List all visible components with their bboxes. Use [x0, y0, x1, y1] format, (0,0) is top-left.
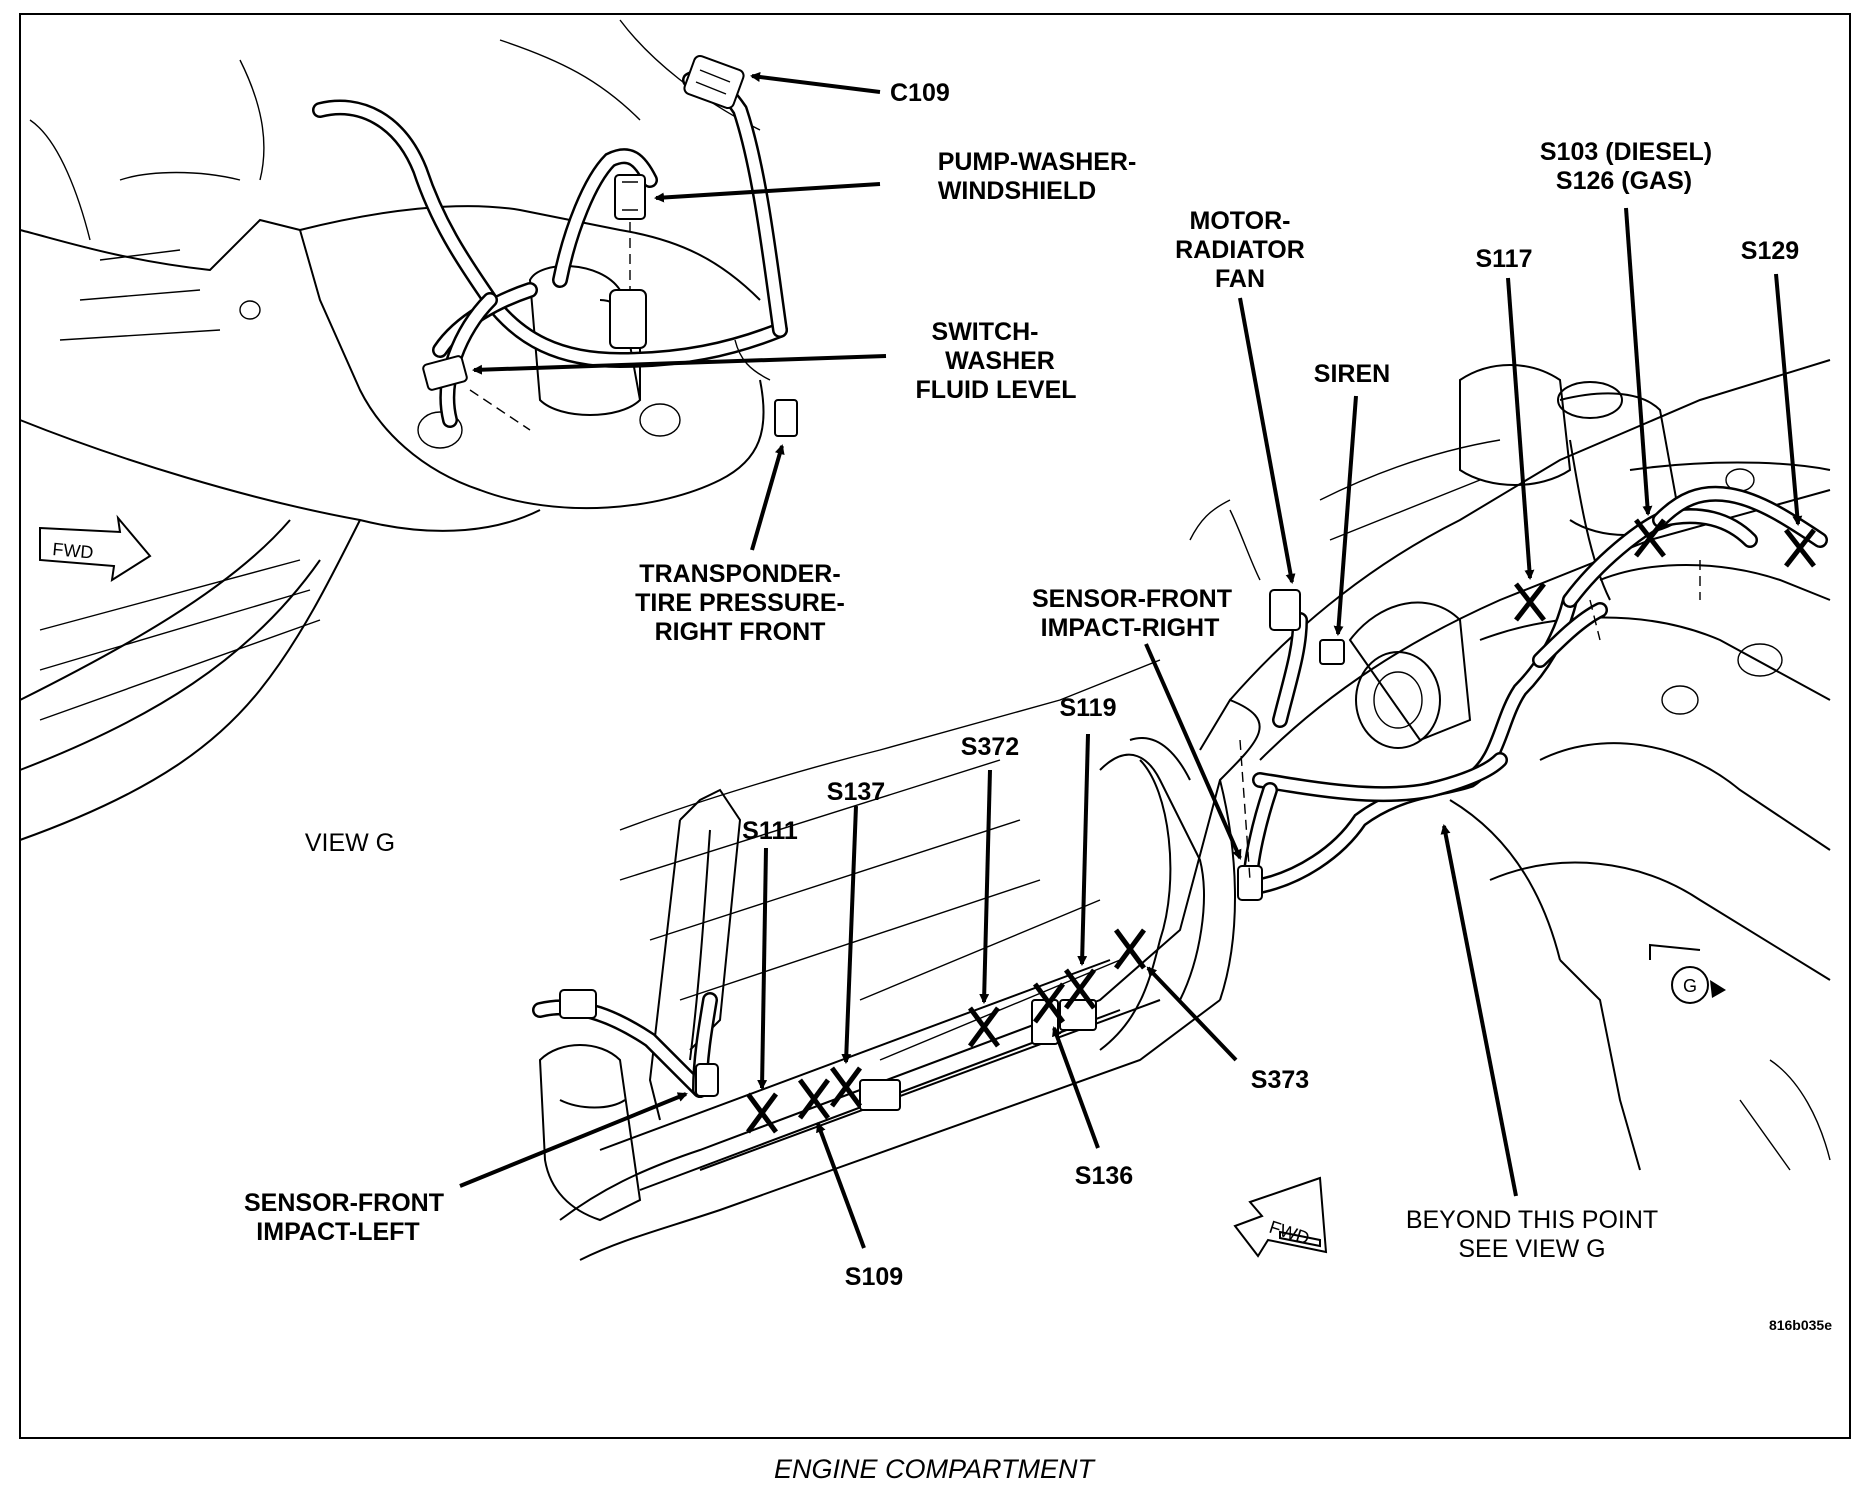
leader-s109 — [816, 1122, 866, 1249]
callout-labels: C109 PUMP-WASHER- WINDSHIELD SWITCH- WAS… — [244, 79, 1832, 1333]
leader-motor-fan — [1238, 297, 1296, 584]
label-s129: S129 — [1741, 237, 1799, 265]
label-s373: S373 — [1251, 1066, 1309, 1094]
label-transponder-3: RIGHT FRONT — [655, 618, 826, 646]
leader-pump-washer — [654, 182, 881, 203]
label-s103-2: S126 (GAS) — [1556, 167, 1692, 195]
label-pump-washer-2: WINDSHIELD — [938, 177, 1096, 205]
splice-x-s111 — [745, 1092, 779, 1134]
leader-s129 — [1774, 273, 1803, 526]
label-s136: S136 — [1075, 1162, 1133, 1190]
label-beyond-2: SEE VIEW G — [1458, 1235, 1605, 1263]
label-switch-washer-1: SWITCH- — [932, 318, 1039, 346]
label-beyond-1: BEYOND THIS POINT — [1406, 1206, 1658, 1234]
label-switch-washer-3: FLUID LEVEL — [915, 376, 1076, 404]
label-motor-fan-2: RADIATOR — [1175, 236, 1305, 264]
view-g-inset — [19, 19, 798, 841]
label-motor-fan-3: FAN — [1215, 265, 1265, 293]
splice-x-s119 — [1063, 968, 1097, 1010]
splice-x-s117 — [1514, 582, 1546, 622]
splice-x-s137 — [829, 1066, 863, 1108]
splice-x-s103 — [1634, 518, 1666, 558]
figure-caption: ENGINE COMPARTMENT — [774, 1454, 1097, 1484]
leader-s117 — [1506, 277, 1535, 580]
leader-lines — [459, 72, 1803, 1249]
label-view-g: VIEW G — [305, 829, 395, 857]
figure-frame — [19, 13, 1851, 1439]
splice-x-s109 — [797, 1078, 831, 1120]
leader-s119 — [1077, 733, 1090, 966]
splice-marks — [745, 518, 1816, 1134]
fwd-label-view-g: FWD — [52, 539, 95, 562]
splice-x-s373 — [1113, 928, 1147, 970]
leader-s103 — [1624, 207, 1653, 516]
label-sensor-left-2: IMPACT-LEFT — [256, 1218, 419, 1246]
leader-siren — [1333, 395, 1358, 636]
leader-s373 — [1146, 966, 1238, 1062]
label-s109: S109 — [845, 1263, 903, 1291]
leader-beyond-point — [1440, 824, 1518, 1197]
leader-s372 — [979, 769, 992, 1004]
label-s117: S117 — [1475, 245, 1532, 273]
leader-c109 — [750, 72, 881, 94]
label-s372: S372 — [961, 733, 1019, 761]
splice-x-s372 — [967, 1006, 1001, 1048]
view-g-marker-label: G — [1683, 976, 1697, 996]
splice-x-s129 — [1784, 528, 1816, 568]
leader-s137 — [841, 805, 858, 1064]
label-sensor-right-2: IMPACT-RIGHT — [1041, 614, 1220, 642]
leader-transponder — [750, 444, 785, 551]
label-siren: SIREN — [1314, 360, 1390, 388]
fwd-arrow-view-g: FWD — [39, 514, 152, 583]
label-sensor-right-1: SENSOR-FRONT — [1032, 585, 1232, 613]
leader-s136 — [1052, 1026, 1100, 1149]
label-motor-fan-1: MOTOR- — [1190, 207, 1291, 235]
leader-switch-washer — [472, 354, 887, 375]
leader-s111 — [757, 847, 768, 1090]
leader-sensor-right — [1144, 643, 1242, 860]
splice-x-s136 — [1032, 982, 1066, 1024]
label-transponder-1: TRANSPONDER- — [639, 560, 840, 588]
label-c109: C109 — [890, 79, 950, 107]
label-s103-1: S103 (DIESEL) — [1540, 138, 1712, 166]
fwd-arrow-main: FWD — [1233, 1176, 1328, 1258]
label-s111: S111 — [742, 817, 798, 845]
label-transponder-2: TIRE PRESSURE- — [635, 589, 845, 617]
label-switch-washer-2: WASHER — [945, 347, 1055, 375]
label-s119: S119 — [1059, 694, 1116, 722]
label-sensor-left-1: SENSOR-FRONT — [244, 1189, 444, 1217]
label-pump-washer-1: PUMP-WASHER- — [938, 148, 1137, 176]
label-s137: S137 — [827, 778, 885, 806]
leader-sensor-left — [459, 1092, 688, 1188]
figure-id: 816b035e — [1769, 1317, 1832, 1333]
